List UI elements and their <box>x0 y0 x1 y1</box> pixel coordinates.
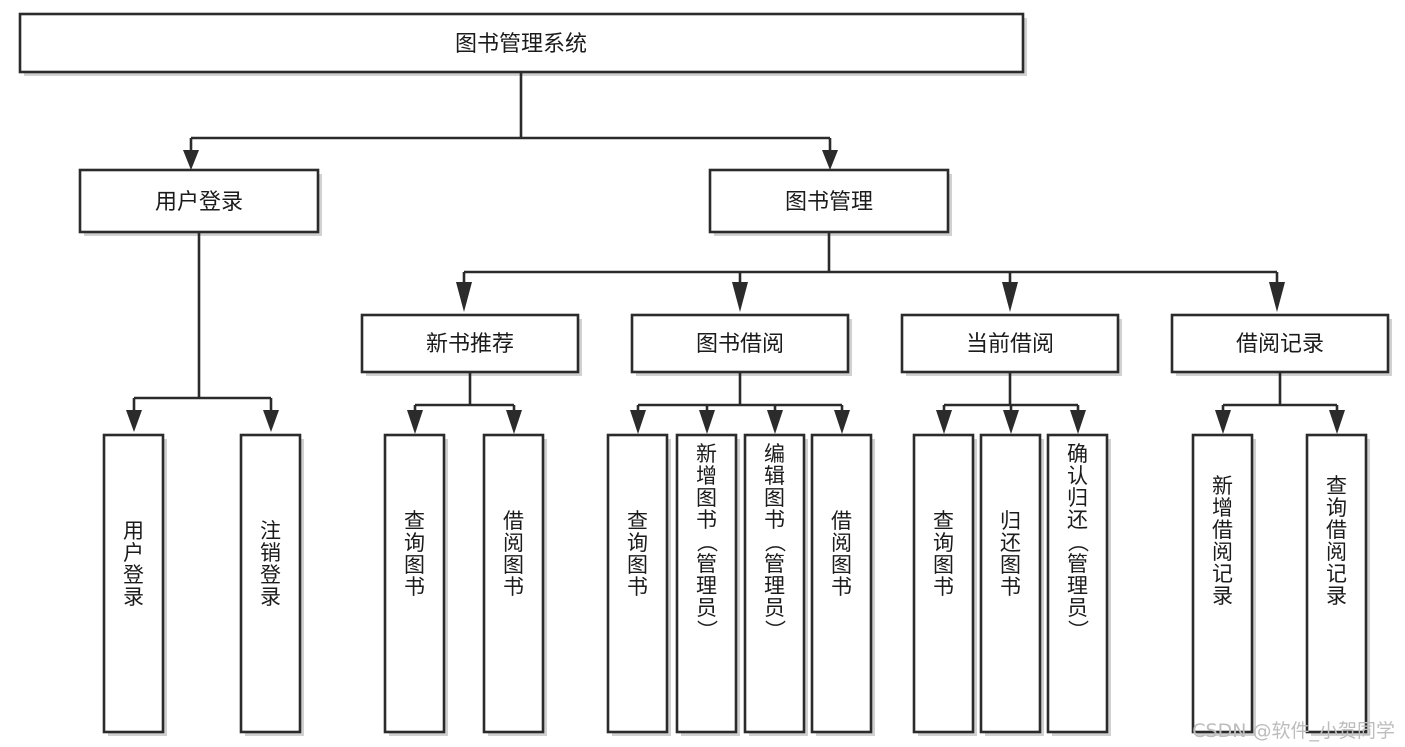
node-book-manage-label: 图书管理 <box>785 190 873 215</box>
leaf-book-borrow-3[interactable] <box>810 433 875 736</box>
arrowhead-bb-leaf-4 <box>834 410 850 434</box>
leaf-user-login-0[interactable] <box>102 433 167 736</box>
arrowhead-book-manage <box>822 150 838 170</box>
arrowhead-book-borrow <box>732 282 748 312</box>
connector-book-borrow-to-leaves <box>630 372 850 434</box>
arrowhead-br-leaf-2 <box>1329 410 1345 434</box>
node-borrow-record-label: 借阅记录 <box>1236 332 1324 357</box>
arrowhead-borrow-record <box>1269 282 1285 312</box>
arrowhead-new-book <box>456 282 472 312</box>
leaf-current-borrow-2[interactable] <box>1046 433 1111 736</box>
node-root[interactable]: 图书管理系统 <box>18 12 1027 76</box>
connector-current-borrow-to-leaves <box>936 372 1086 434</box>
leaf-user-login-1[interactable] <box>239 433 304 736</box>
arrowhead-leaf-logout <box>263 410 279 432</box>
arrowhead-bb-leaf-1 <box>630 410 646 434</box>
node-root-box <box>18 12 1025 74</box>
connector-new-book-to-leaves <box>407 372 522 434</box>
arrowhead-cb-leaf-3 <box>1070 410 1086 434</box>
node-book-manage[interactable]: 图书管理 <box>708 168 952 236</box>
leaf-borrow-record-1[interactable] <box>1305 433 1370 736</box>
node-book-borrow-label: 图书借阅 <box>696 332 784 357</box>
leaf-new-book-0[interactable] <box>383 433 448 736</box>
leaf-new-book-1[interactable] <box>482 433 547 736</box>
arrowhead-nb-leaf-2 <box>506 410 522 434</box>
node-new-book-recommend[interactable]: 新书推荐 <box>360 313 582 376</box>
node-borrow-record-box <box>1170 313 1390 374</box>
node-current-borrow-box <box>900 313 1120 374</box>
connector-borrow-record-to-leaves <box>1215 372 1345 434</box>
node-book-borrow[interactable]: 图书借阅 <box>630 313 852 376</box>
node-borrow-record[interactable]: 借阅记录 <box>1170 313 1392 376</box>
connector-user-login-to-leaves <box>126 232 279 432</box>
leaf-book-borrow-1[interactable] <box>675 433 740 736</box>
leaf-current-borrow-1[interactable] <box>979 433 1044 736</box>
connector-root-to-level2 <box>183 72 838 170</box>
leaf-borrow-record-0[interactable] <box>1191 433 1256 736</box>
connector-book-manage-to-level3 <box>456 232 1285 312</box>
node-user-login-box <box>78 168 320 234</box>
node-user-login-label: 用户登录 <box>155 190 243 215</box>
arrowhead-user-login <box>183 150 199 170</box>
arrowhead-cb-leaf-2 <box>1003 410 1019 434</box>
arrowhead-nb-leaf-1 <box>407 410 423 434</box>
arrowhead-br-leaf-1 <box>1215 410 1231 434</box>
node-current-borrow[interactable]: 当前借阅 <box>900 313 1122 376</box>
node-root-label: 图书管理系统 <box>455 32 587 57</box>
node-new-book-recommend-label: 新书推荐 <box>426 332 514 357</box>
arrowhead-bb-leaf-3 <box>767 410 783 434</box>
node-new-book-recommend-box <box>360 313 580 374</box>
node-current-borrow-label: 当前借阅 <box>966 332 1054 357</box>
node-user-login[interactable]: 用户登录 <box>78 168 322 236</box>
arrowhead-leaf-user-login <box>126 410 142 432</box>
leaf-current-borrow-0[interactable] <box>912 433 977 736</box>
arrowhead-bb-leaf-2 <box>699 410 715 434</box>
leaf-book-borrow-0[interactable] <box>606 433 671 736</box>
arrowhead-cb-leaf-1 <box>936 410 952 434</box>
arrowhead-current-borrow <box>1002 282 1018 312</box>
leaf-book-borrow-2[interactable] <box>743 433 808 736</box>
